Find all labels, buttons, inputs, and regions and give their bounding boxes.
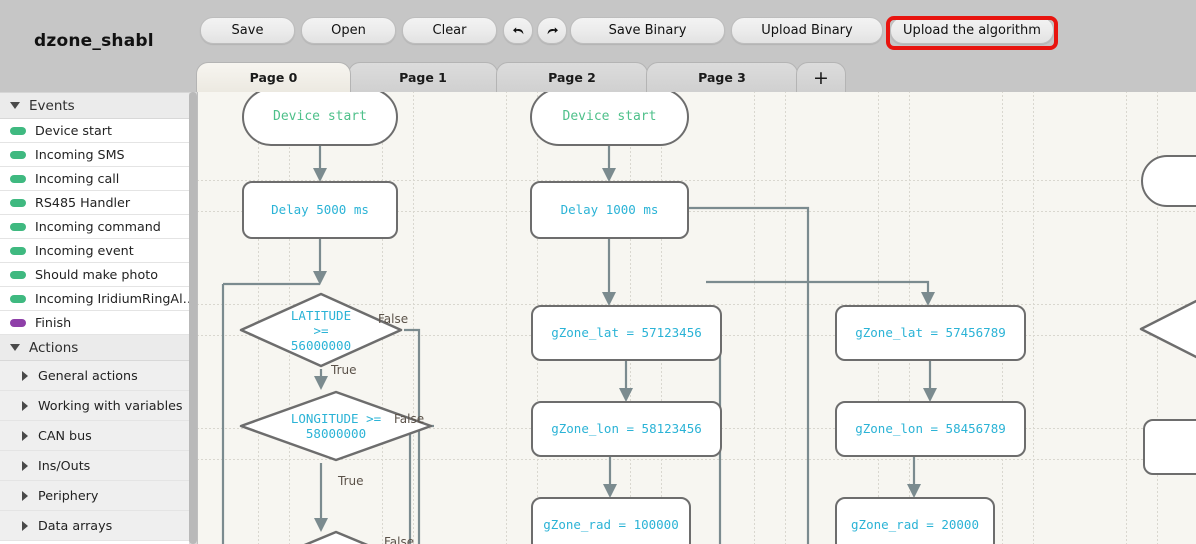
sidebar-item-periphery[interactable]: Periphery [0,481,189,511]
sidebar-item-label: Finish [35,315,71,330]
sidebar-item-label: Device start [35,123,112,138]
sidebar-item-ins-outs[interactable]: Ins/Outs [0,451,189,481]
clear-button[interactable]: Clear [402,17,497,44]
sidebar-item-label: Incoming IridiumRingAl… [35,291,189,306]
node-gzone-lon-1[interactable]: gZone_lon = 58123456 [531,401,722,457]
sidebar-item-label: Working with variables [38,398,183,413]
sidebar-item-label: Periphery [38,488,98,503]
event-pill-icon [10,295,26,303]
sidebar-item-general-actions[interactable]: General actions [0,361,189,391]
node-delay-1000[interactable]: Delay 1000 ms [530,181,689,239]
event-pill-icon [10,247,26,255]
sidebar-item-label: Should make photo [35,267,158,282]
node-output[interactable]: Out [1143,419,1196,475]
sidebar-item-can-bus[interactable]: CAN bus [0,421,189,451]
event-pill-icon [10,223,26,231]
node-gzone-rad-2[interactable]: gZone_rad = 20000 [835,497,995,544]
sidebar-item-incoming-event[interactable]: Incoming event [0,239,189,263]
node-longitude-condition-1[interactable]: LONGITUDE >= 58000000 [238,389,434,463]
section-actions-header[interactable]: Actions [0,335,189,361]
sidebar-item-label: Data arrays [38,518,112,533]
upload-binary-button[interactable]: Upload Binary [731,17,883,44]
node-device-start-2[interactable]: Device start [530,92,689,146]
edge-label-false: False [394,412,424,426]
redo-icon [545,24,560,38]
sidebar-item-incoming-command[interactable]: Incoming command [0,215,189,239]
chevron-right-icon [22,461,28,471]
sidebar-item-label: Incoming call [35,171,119,186]
upload-algorithm-button[interactable]: Upload the algorithm [890,17,1054,44]
node-delay-5000[interactable]: Delay 5000 ms [242,181,398,239]
tab-page-2[interactable]: Page 2 [496,62,648,92]
undo-button[interactable] [503,17,533,44]
event-pill-icon [10,127,26,135]
sidebar-item-device-start[interactable]: Device start [0,119,189,143]
sidebar-item-label: Incoming event [35,243,134,258]
tab-page-3[interactable]: Page 3 [646,62,798,92]
finish-pill-icon [10,319,26,327]
sidebar-item-label: Ins/Outs [38,458,90,473]
section-events-title: Events [29,98,75,114]
sidebar-item-data-arrays[interactable]: Data arrays [0,511,189,541]
chevron-right-icon [22,431,28,441]
open-button[interactable]: Open [301,17,396,44]
sidebar-item-label: Incoming SMS [35,147,125,162]
flowchart-canvas[interactable]: Device start Delay 5000 ms LATITUDE >= 5… [197,92,1196,544]
sidebar-item-label: RS485 Handler [35,195,130,210]
section-events-header[interactable]: Events [0,93,189,119]
sidebar: Events Device start Incoming SMS Incomin… [0,92,189,544]
tab-page-1[interactable]: Page 1 [348,62,498,92]
add-page-button[interactable]: + [796,62,846,92]
edge-label-true: True [338,474,364,488]
section-actions-title: Actions [29,340,78,356]
node-device-start-3[interactable]: De [1141,155,1196,207]
sidebar-item-label: CAN bus [38,428,92,443]
sidebar-item-label: Incoming command [35,219,161,234]
sidebar-item-incoming-call[interactable]: Incoming call [0,167,189,191]
chevron-right-icon [22,371,28,381]
chevron-down-icon [10,102,20,109]
sidebar-item-incoming-sms[interactable]: Incoming SMS [0,143,189,167]
chevron-right-icon [22,521,28,531]
node-latitude-condition-1[interactable]: LATITUDE >= 56000000 [238,291,404,369]
sidebar-scrollbar-thumb[interactable] [189,92,197,544]
redo-button[interactable] [537,17,567,44]
save-button[interactable]: Save [200,17,295,44]
chevron-down-icon [10,344,20,351]
sidebar-item-incoming-iridium[interactable]: Incoming IridiumRingAl… [0,287,189,311]
chevron-right-icon [22,401,28,411]
node-gzone-lat-2[interactable]: gZone_lat = 57456789 [835,305,1026,361]
edge-label-false: False [378,312,408,326]
tab-page-0[interactable]: Page 0 [196,62,351,92]
app-title: dzone_shabl [34,31,154,51]
chevron-right-icon [22,491,28,501]
event-pill-icon [10,271,26,279]
node-gzone-rad-1[interactable]: gZone_rad = 100000 [531,497,691,544]
node-device-start-1[interactable]: Device start [242,92,398,146]
save-binary-button[interactable]: Save Binary [570,17,725,44]
sidebar-item-label: General actions [38,368,138,383]
edge-label-true: True [331,363,357,377]
sidebar-item-working-with-variables[interactable]: Working with variables [0,391,189,421]
node-gzone-lon-2[interactable]: gZone_lon = 58456789 [835,401,1026,457]
event-pill-icon [10,151,26,159]
event-pill-icon [10,199,26,207]
node-gi-condition[interactable]: gI [1138,292,1196,366]
undo-icon [511,24,526,38]
sidebar-scrollbar[interactable] [189,92,197,544]
event-pill-icon [10,175,26,183]
edge-label-false: False [384,535,414,544]
node-label: gI [1138,322,1196,337]
sidebar-item-should-make-photo[interactable]: Should make photo [0,263,189,287]
node-gzone-lat-1[interactable]: gZone_lat = 57123456 [531,305,722,361]
sidebar-item-finish[interactable]: Finish [0,311,189,335]
sidebar-item-rs485-handler[interactable]: RS485 Handler [0,191,189,215]
toolbar: dzone_shabl Save Open Clear Save Binary … [0,0,1196,58]
